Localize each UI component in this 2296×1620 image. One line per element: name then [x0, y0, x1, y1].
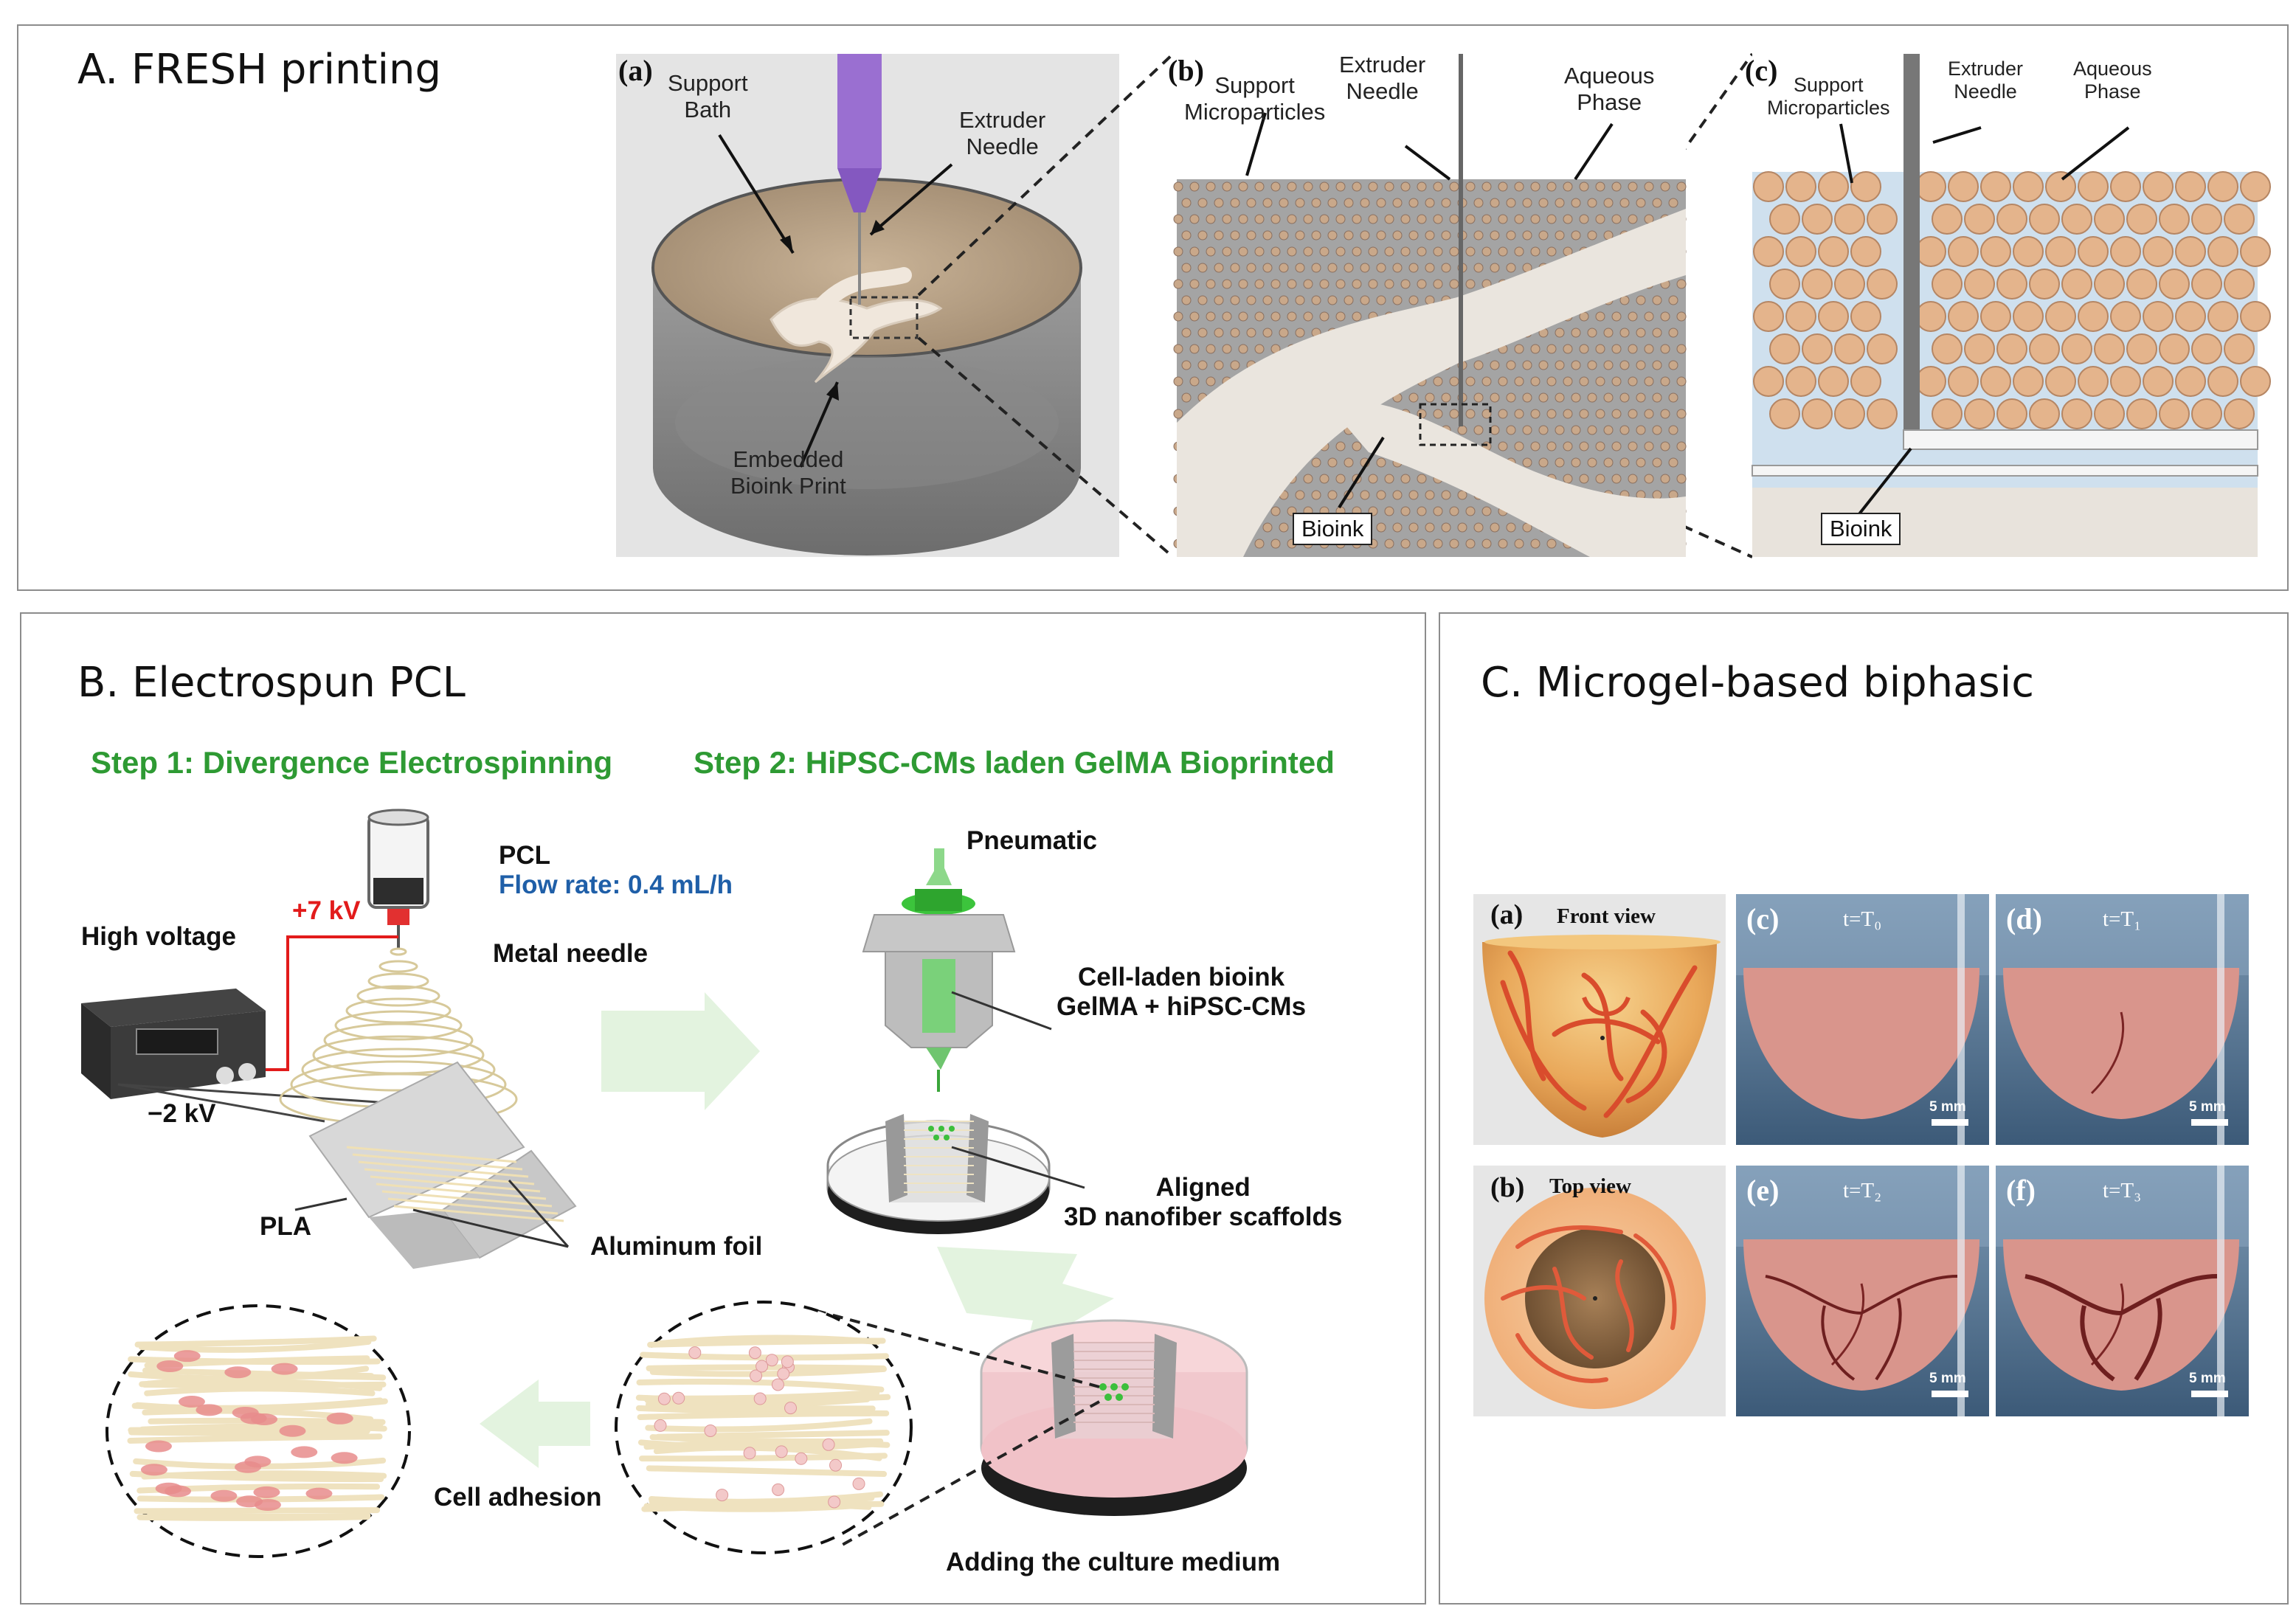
photo-scale-2: 5 mm — [2189, 1099, 2226, 1115]
heart-front-view — [1473, 894, 1726, 1145]
fresh-sub-c-tag: (c) — [1745, 54, 1778, 87]
aluminum-foil-label: Aluminum foil — [590, 1232, 763, 1261]
panel-a-title: A. FRESH printing — [77, 46, 442, 94]
support-bath-label: Support Bath — [668, 70, 748, 122]
microparticle-closeup-illustration — [1752, 54, 2271, 557]
photo-time-1: t=T₀ — [1843, 907, 1882, 931]
step1-label: Step 1: Divergence Electrospinning — [91, 745, 613, 780]
fresh-sub-b-tag: (b) — [1168, 54, 1204, 87]
step2-label: Step 2: HiPSC-CMs laden GelMA Bioprinted — [694, 745, 1335, 780]
photo-tag-1: (c) — [1746, 902, 1780, 935]
front-view-label: Front view — [1557, 904, 1656, 928]
panel-c-title: C. Microgel-based biphasic — [1481, 659, 2035, 707]
photo-tag-4: (f) — [2006, 1174, 2036, 1207]
cell-laden-bioink-label: Cell-laden bioink GelMA + hiPSC-CMs — [1057, 963, 1307, 1022]
extruder-needle-label-c: Extruder Needle — [1948, 58, 2024, 103]
photo-time-3: t=T₂ — [1843, 1179, 1882, 1202]
bioink-label-b: Bioink — [1293, 513, 1373, 545]
heart-photo-1: (c) t=T₀ 5 mm — [1736, 894, 1989, 1145]
pla-label: PLA — [260, 1212, 311, 1241]
adding-culture-medium-label: Adding the culture medium — [946, 1548, 1281, 1576]
pcl-label: PCL — [499, 841, 550, 870]
fresh-bath-illustration — [616, 54, 1119, 557]
photo-scale-3: 5 mm — [1929, 1371, 1966, 1386]
embedded-bioink-label: Embedded Bioink Print — [730, 446, 846, 499]
flow-rate-label: Flow rate: 0.4 mL/h — [499, 870, 733, 899]
heart-photo-4: (f) t=T₃ 5 mm — [1996, 1166, 2249, 1416]
aligned-scaffold-label: Aligned 3D nanofiber scaffolds — [1064, 1173, 1343, 1232]
photo-time-4: t=T₃ — [2103, 1179, 2142, 1202]
photo-tag-2: (d) — [2006, 902, 2042, 935]
aqueous-phase-label-c: Aqueous Phase — [2073, 58, 2152, 103]
photo-time-2: t=T₁ — [2103, 907, 2142, 931]
extruder-needle-label-b: Extruder Needle — [1339, 52, 1426, 104]
top-view-label: Top view — [1549, 1174, 1631, 1198]
photo-scale-4: 5 mm — [2189, 1371, 2226, 1386]
support-microparticles-label-c: Support Microparticles — [1767, 74, 1890, 120]
heart-photo-2: (d) t=T₁ 5 mm — [1996, 894, 2249, 1145]
pneumatic-label: Pneumatic — [967, 826, 1097, 855]
support-microparticles-label-b: Support Microparticles — [1184, 72, 1326, 125]
electrospinning-illustration — [81, 809, 1248, 1558]
voltage-plus-label: +7 kV — [292, 896, 361, 925]
aqueous-phase-label-b: Aqueous Phase — [1564, 63, 1655, 115]
high-voltage-label: High voltage — [81, 922, 237, 951]
heart-photo-3: (e) t=T₂ 5 mm — [1736, 1166, 1989, 1416]
cell-adhesion-label: Cell adhesion — [434, 1483, 602, 1512]
metal-needle-label: Metal needle — [493, 939, 649, 968]
bioink-label-c: Bioink — [1821, 513, 1901, 545]
photo-tag-3: (e) — [1746, 1174, 1780, 1207]
heart-top-view — [1473, 1166, 1726, 1416]
fresh-sub-a-tag: (a) — [618, 54, 653, 87]
extruder-needle-label-a: Extruder Needle — [959, 107, 1046, 159]
top-view-tag: (b) — [1490, 1172, 1525, 1203]
voltage-minus-label: −2 kV — [148, 1099, 216, 1128]
photo-scale-1: 5 mm — [1929, 1099, 1966, 1115]
microparticle-bath-illustration — [1173, 54, 1687, 557]
front-view-tag: (a) — [1490, 899, 1524, 930]
panel-b-title: B. Electrospun PCL — [77, 659, 466, 707]
